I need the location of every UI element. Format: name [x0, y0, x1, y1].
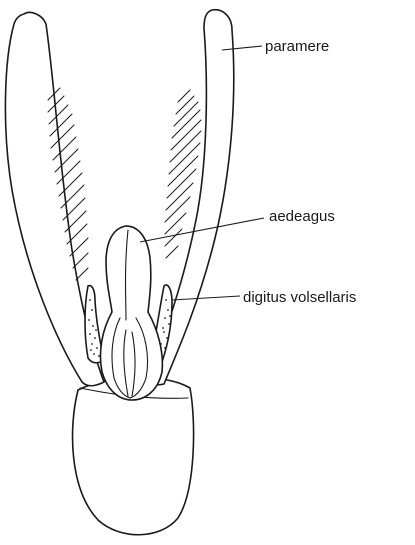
aedeagus-label: aedeagus	[269, 208, 335, 225]
digitus-volsellaris-label: digitus volsellaris	[243, 289, 356, 306]
paramere-label: paramere	[265, 38, 329, 55]
basal-capsule	[73, 378, 194, 535]
aedeagus	[100, 226, 162, 400]
